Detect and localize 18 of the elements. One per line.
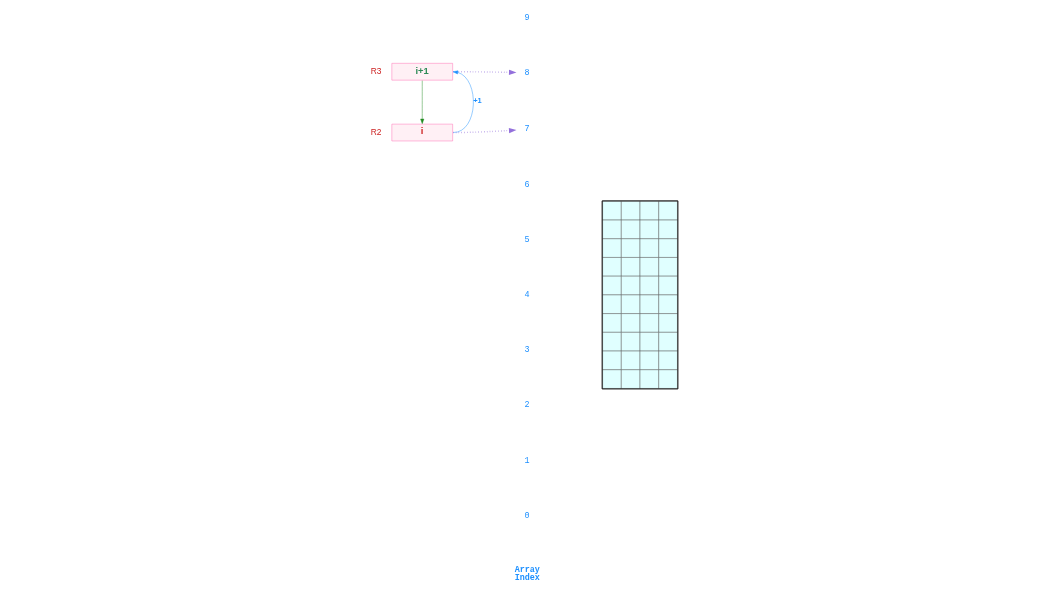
node-text: 1 <box>524 455 530 466</box>
node-text: 2 <box>524 400 530 411</box>
node-text: 8 <box>524 67 530 78</box>
arrow <box>419 80 424 124</box>
label: Array Index <box>514 564 540 583</box>
node-text: 0 <box>524 510 530 521</box>
arrow <box>451 127 516 134</box>
arrow <box>452 70 474 133</box>
arrow <box>451 69 516 75</box>
node-text: 3 <box>524 345 530 356</box>
edge-label: +1 <box>472 96 482 106</box>
node-label: R3 <box>370 65 382 76</box>
node-text: 7 <box>524 124 530 135</box>
node-label: R2 <box>370 126 382 137</box>
node-text: 6 <box>524 179 530 190</box>
node-text: 5 <box>524 234 530 245</box>
node-text: 4 <box>524 289 530 300</box>
node-text: 9 <box>524 12 530 23</box>
